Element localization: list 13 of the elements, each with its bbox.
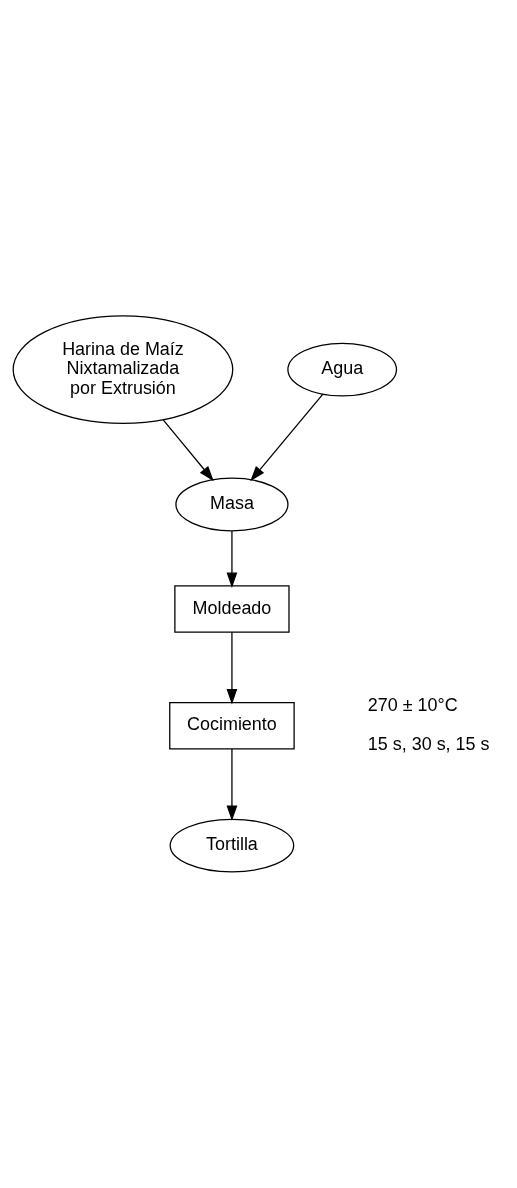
arrow xyxy=(226,748,238,821)
node-ellipse: Masa xyxy=(175,477,289,532)
node-label: 270 ± 10°C xyxy=(367,694,458,715)
arrow xyxy=(250,393,324,482)
arrow xyxy=(226,530,238,588)
node-ellipse: Agua xyxy=(287,342,398,397)
node-box: Moldeado xyxy=(174,585,290,633)
arrow xyxy=(162,419,214,482)
node-ellipse: Harina de Maíz Nixtamalizada por Extrusión xyxy=(12,315,234,425)
node-box: Cocimiento xyxy=(169,702,295,750)
node-ellipse: Tortilla xyxy=(169,818,295,873)
arrow xyxy=(226,631,238,705)
node-label: 15 s, 30 s, 15 s xyxy=(367,734,490,755)
